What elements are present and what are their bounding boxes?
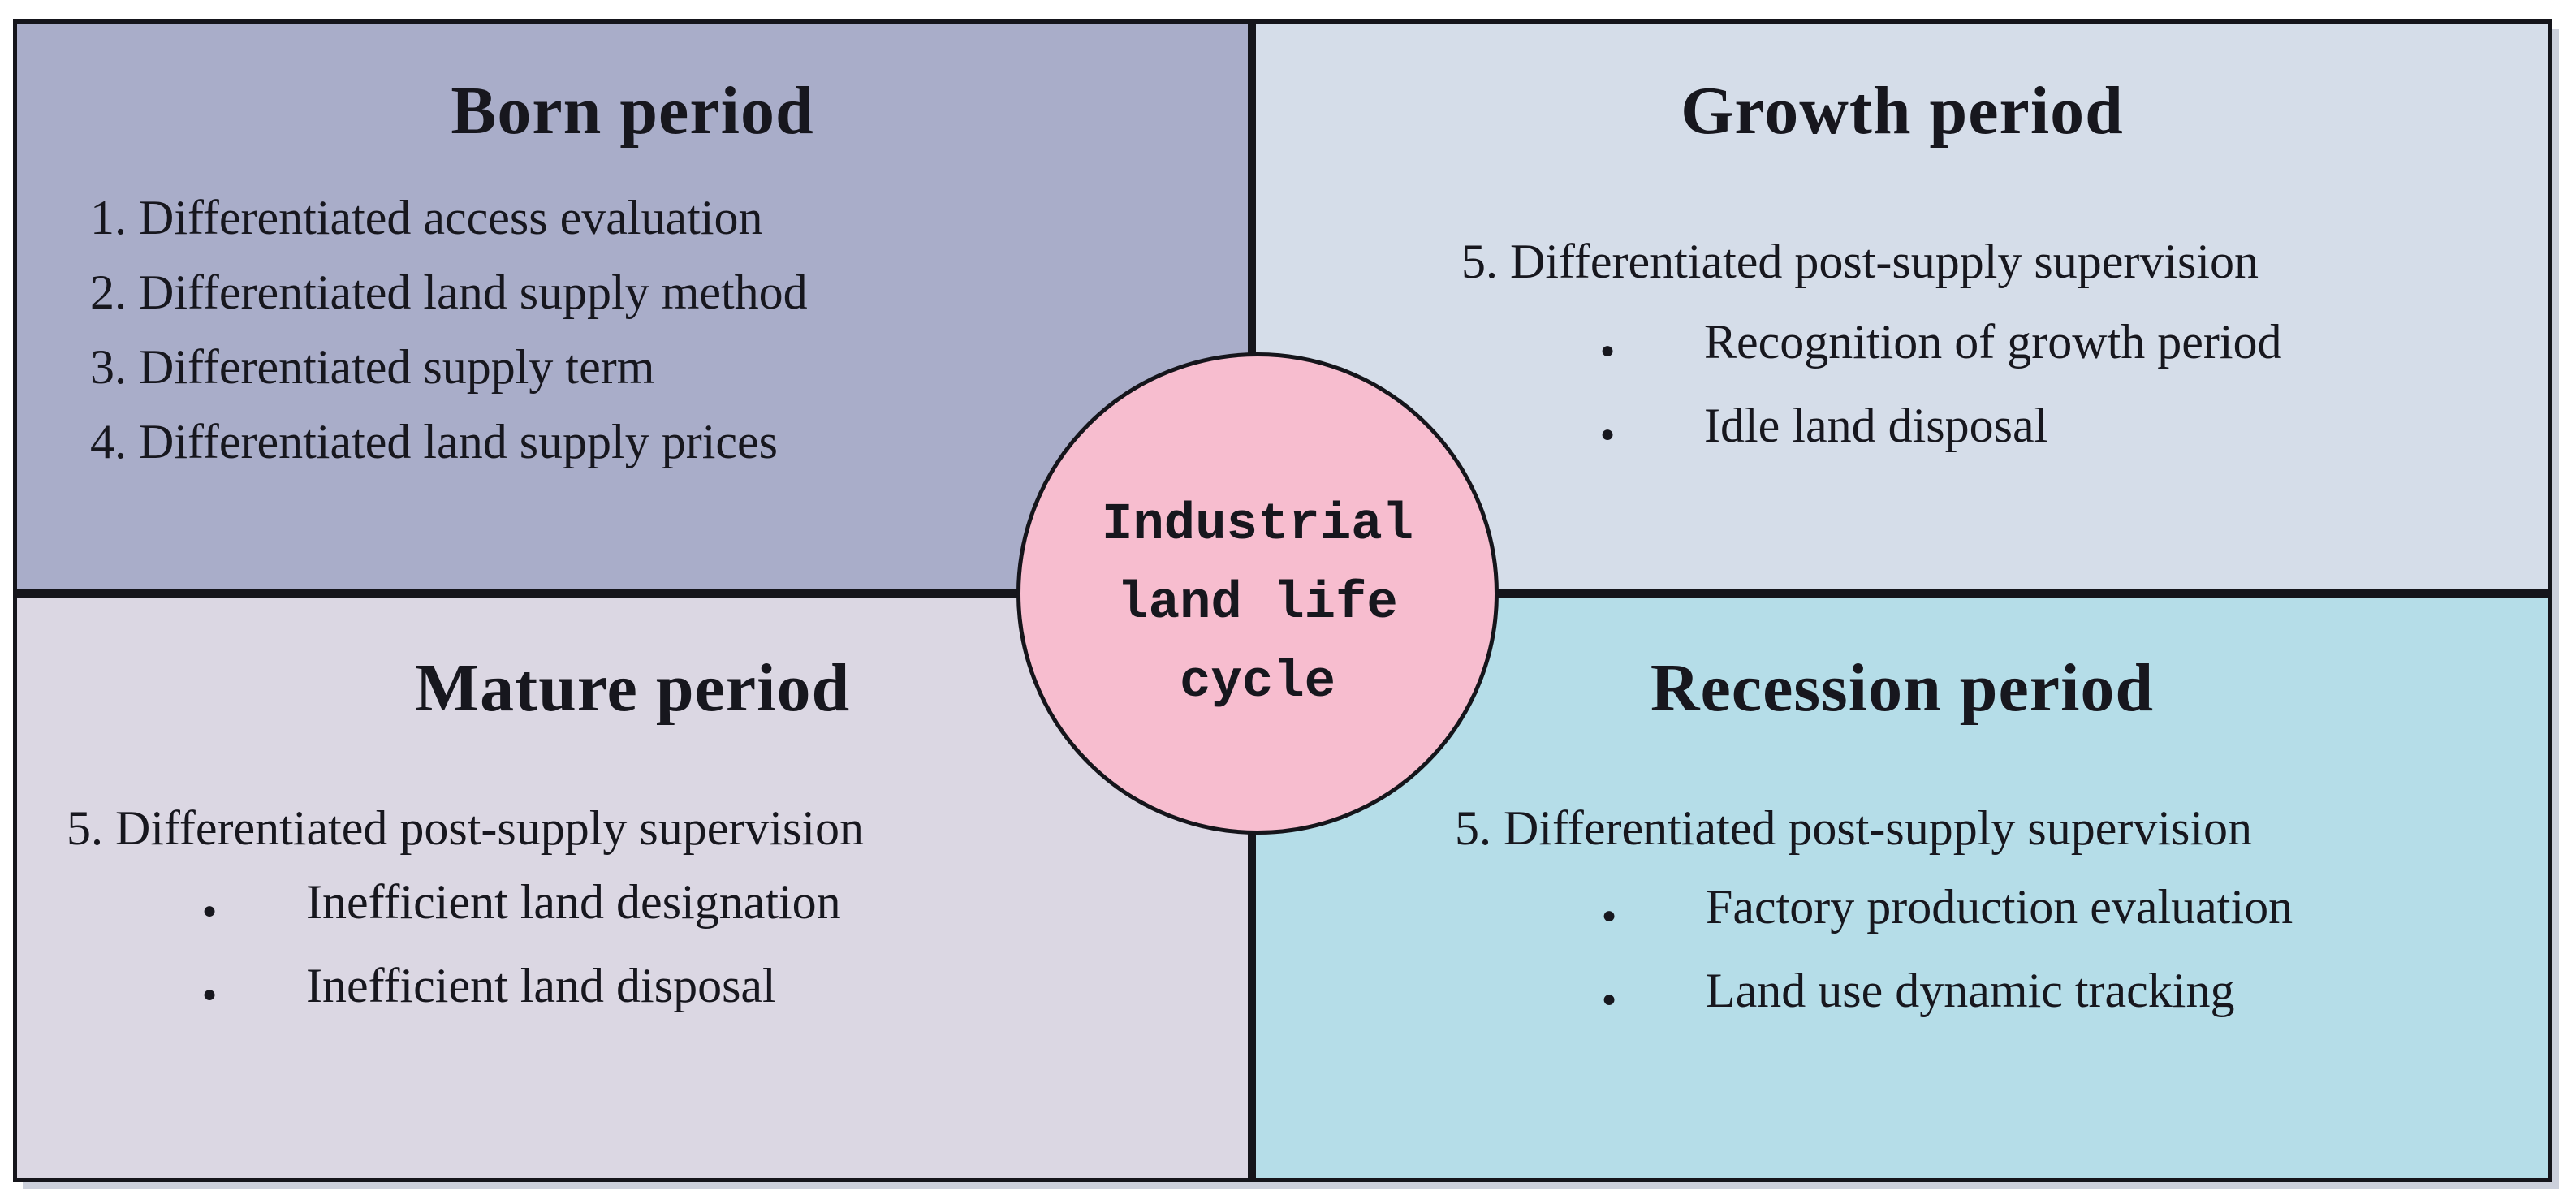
bullet-icon: ●	[1602, 902, 1617, 929]
growth-bullet-list: ● Recognition of growth period ● Idle la…	[1600, 304, 2282, 472]
bullet-text: Inefficient land designation	[306, 875, 841, 929]
bullet-icon: ●	[202, 897, 218, 924]
growth-period-title: Growth period	[1681, 73, 2124, 149]
bullet-icon: ●	[202, 981, 218, 1008]
bullet-text: Inefficient land disposal	[306, 959, 776, 1012]
quadrant-born-period: Born period 1. Differentiated access eva…	[13, 19, 1252, 593]
born-measures-list: 1. Differentiated access evaluation 2. D…	[90, 180, 808, 479]
circle-text-line: land life	[1117, 574, 1398, 633]
industrial-land-life-cycle-figure: Born period 1. Differentiated access eva…	[13, 19, 2552, 1182]
list-item: 4. Differentiated land supply prices	[90, 415, 778, 468]
bullet-item: ● Idle land disposal	[1600, 388, 2282, 472]
bullet-item: ● Inefficient land designation	[202, 865, 841, 948]
born-period-title: Born period	[451, 73, 814, 149]
bullet-item: ● Land use dynamic tracking	[1602, 953, 2293, 1037]
bullet-icon: ●	[1602, 986, 1617, 1012]
bullet-text: Recognition of growth period	[1704, 315, 2282, 369]
circle-text-line: cycle	[1179, 653, 1336, 712]
bullet-icon: ●	[1600, 421, 1616, 447]
recession-bullet-list: ● Factory production evaluation ● Land u…	[1602, 870, 2293, 1037]
mature-period-title: Mature period	[414, 650, 851, 726]
recession-period-title: Recession period	[1650, 650, 2155, 726]
numbered-item: 5. Differentiated post-supply supervisio…	[1455, 801, 2253, 855]
bullet-text: Land use dynamic tracking	[1706, 964, 2235, 1017]
bullet-item: ● Factory production evaluation	[1602, 870, 2293, 953]
circle-text-line: Industrial	[1101, 495, 1414, 555]
mature-bullet-list: ● Inefficient land designation ● Ineffic…	[202, 865, 841, 1032]
bullet-text: Idle land disposal	[1704, 399, 2048, 452]
list-item: 2. Differentiated land supply method	[90, 265, 808, 319]
industrial-land-life-cycle-circle: Industrial land life cycle	[1016, 352, 1499, 835]
bullet-text: Factory production evaluation	[1706, 880, 2293, 934]
bullet-icon: ●	[1600, 337, 1616, 364]
bullet-item: ● Recognition of growth period	[1600, 304, 2282, 388]
list-item: 3. Differentiated supply term	[90, 340, 655, 394]
numbered-item: 5. Differentiated post-supply supervisio…	[67, 801, 865, 855]
bullet-item: ● Inefficient land disposal	[202, 948, 841, 1032]
numbered-item: 5. Differentiated post-supply supervisio…	[1461, 235, 2259, 288]
list-item: 1. Differentiated access evaluation	[90, 191, 763, 244]
